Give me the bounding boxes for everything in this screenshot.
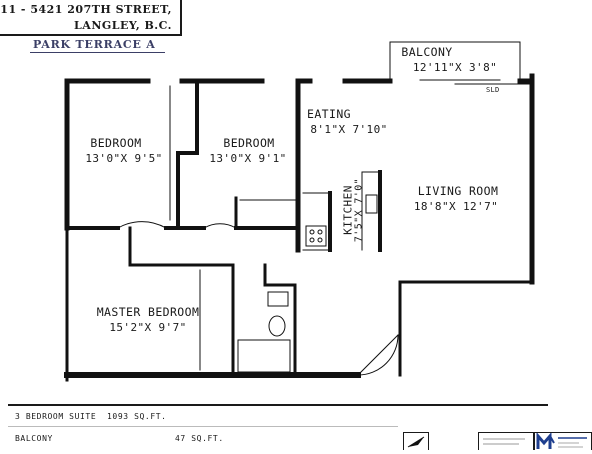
living-room-name: LIVING ROOM <box>417 184 499 198</box>
living-room-dims: 18'8"X 12'7" <box>413 200 499 213</box>
toilet <box>268 315 286 337</box>
eating-name: EATING <box>307 107 351 121</box>
summary-divider <box>8 404 548 406</box>
company-logo-box <box>534 431 592 450</box>
kitchen-sink <box>365 194 378 214</box>
balcony-area: 47 SQ.FT. <box>175 434 224 443</box>
door-swing-entry <box>357 334 399 376</box>
kitchen-dims: 7'5"X 7'0" <box>353 177 365 243</box>
eating-dims: 8'1"X 7'10" <box>310 123 388 136</box>
stove <box>305 225 327 247</box>
door-swing-bed2 <box>203 223 237 229</box>
footer-rule <box>8 426 398 427</box>
master-bedroom-name: MASTER BEDROOM <box>96 305 200 319</box>
master-bedroom-dims: 15'2"X 9'7" <box>109 321 187 334</box>
bedroom-1-dims: 13'0"X 9'5" <box>85 152 163 165</box>
balcony-summary-row: BALCONY 47 SQ.FT. <box>15 434 223 443</box>
entry-door-leaf <box>357 334 399 376</box>
plan-name: PARK TERRACE A <box>33 38 156 51</box>
bedroom-2-name: BEDROOM <box>223 136 275 150</box>
north-arrow-icon <box>407 436 425 448</box>
door-swing-bed1 <box>117 221 167 229</box>
stamp-box <box>478 432 534 450</box>
address-box: #311 - 5421 207TH STREET, LANGLEY, B.C. <box>0 0 182 36</box>
balcony-name: BALCONY <box>401 45 453 59</box>
balcony-summary-label: BALCONY <box>15 434 53 443</box>
bath-sink <box>267 291 289 307</box>
company-logo-icon <box>536 431 587 449</box>
plan-name-underline <box>30 52 165 53</box>
address-line-1: #311 - 5421 207TH STREET, <box>0 3 172 16</box>
bathtub <box>237 339 291 373</box>
sliding-door-note: SLD <box>486 86 500 94</box>
suite-label: 3 BEDROOM SUITE <box>15 412 97 421</box>
suite-area: 1093 SQ.FT. <box>107 412 167 421</box>
north-arrow-box <box>403 432 429 450</box>
bedroom-1-name: BEDROOM <box>90 136 142 150</box>
address-line-2: LANGLEY, B.C. <box>74 19 172 32</box>
balcony-dims: 12'11"X 3'8" <box>412 61 498 74</box>
bedroom-2-dims: 13'0"X 9'1" <box>209 152 287 165</box>
suite-summary-row: 3 BEDROOM SUITE 1093 SQ.FT. <box>15 412 166 421</box>
